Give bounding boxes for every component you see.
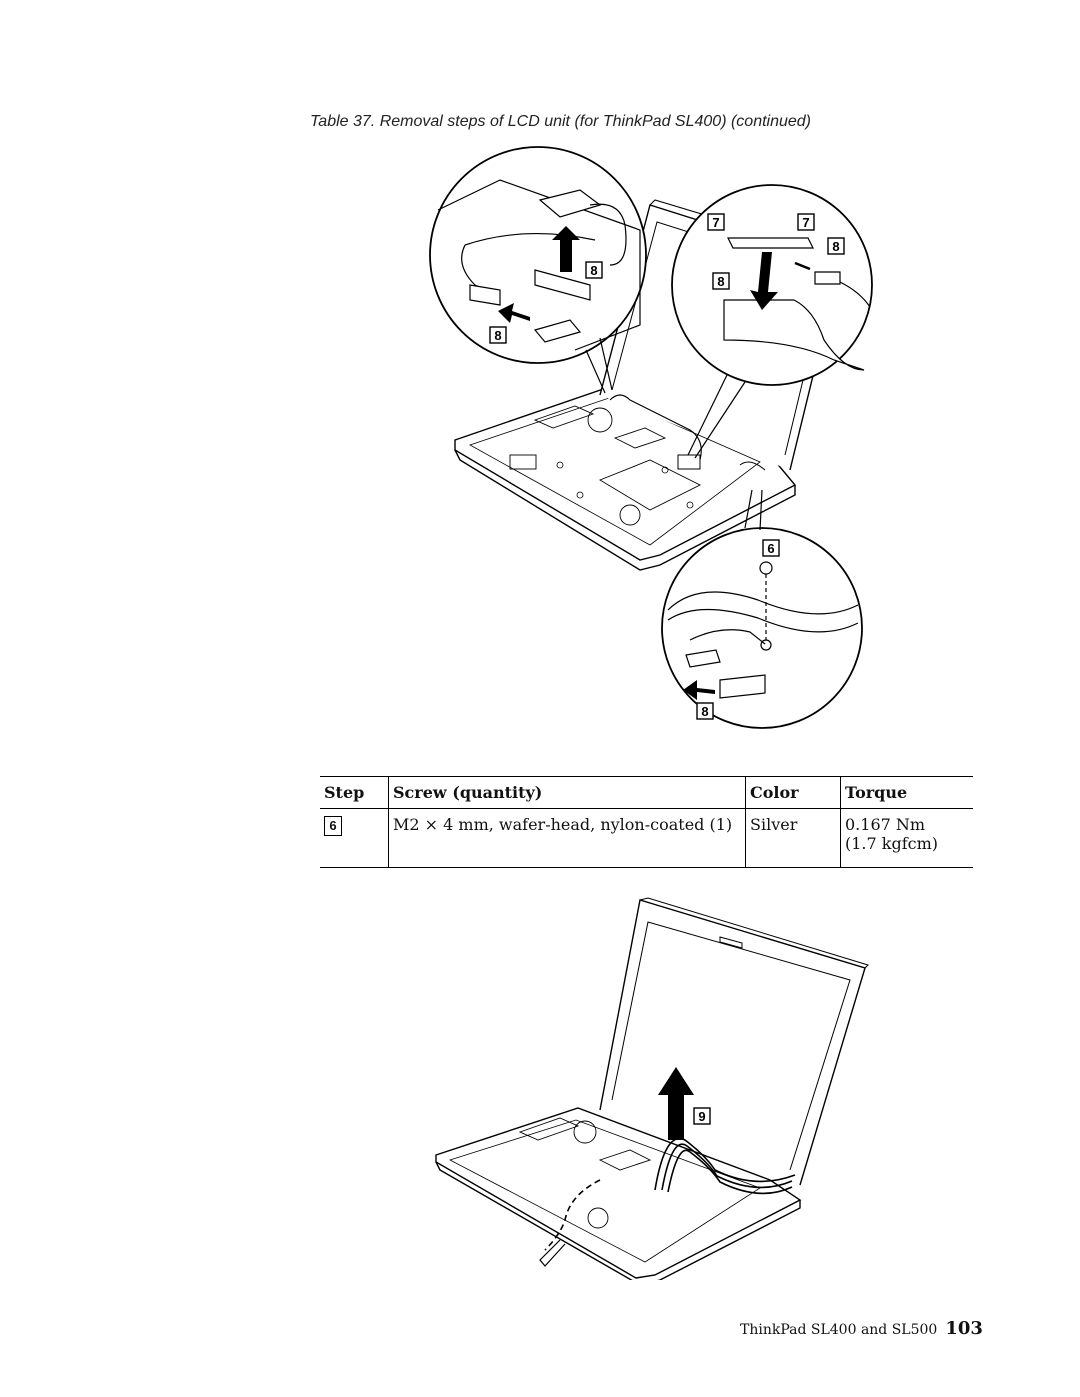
table-caption: Table 37. Removal steps of LCD unit (for… <box>310 113 812 130</box>
figure-lcd-cable-removal: 8 8 7 7 8 8 <box>429 146 873 729</box>
header-step: Step <box>320 776 389 809</box>
screw-cell: M2 × 4 mm, wafer-head, nylon-coated (1) <box>388 808 746 868</box>
footer-title: ThinkPad SL400 and SL500 <box>740 1322 938 1338</box>
callout-8c: 8 <box>832 239 839 254</box>
torque-cell: 0.167 Nm (1.7 kgfcm) <box>840 808 973 868</box>
callout-8a: 8 <box>590 263 597 278</box>
callout-6: 6 <box>767 541 774 556</box>
callout-8b: 8 <box>494 328 501 343</box>
torque-kgfcm: (1.7 kgfcm) <box>845 834 939 853</box>
header-color: Color <box>745 776 841 809</box>
callout-8e: 8 <box>701 704 708 719</box>
color-cell: Silver <box>745 808 841 868</box>
callout-7b: 7 <box>802 215 809 230</box>
callout-7a: 7 <box>712 215 719 230</box>
callout-9: 9 <box>698 1109 705 1124</box>
header-screw: Screw (quantity) <box>388 776 746 809</box>
page-number: 103 <box>945 1318 983 1339</box>
screw-table: Step Screw (quantity) Color Torque 6 M2 … <box>320 776 973 868</box>
step-badge: 6 <box>324 816 342 836</box>
table-header-row: Step Screw (quantity) Color Torque <box>320 776 973 809</box>
torque-nm: 0.167 Nm <box>845 815 926 834</box>
figure-lcd-unit-lift: 9 <box>435 897 869 1280</box>
callout-8d: 8 <box>717 274 724 289</box>
page-footer: ThinkPad SL400 and SL500 103 <box>740 1318 983 1339</box>
table-row: 6 M2 × 4 mm, wafer-head, nylon-coated (1… <box>320 808 973 868</box>
header-torque: Torque <box>840 776 973 809</box>
